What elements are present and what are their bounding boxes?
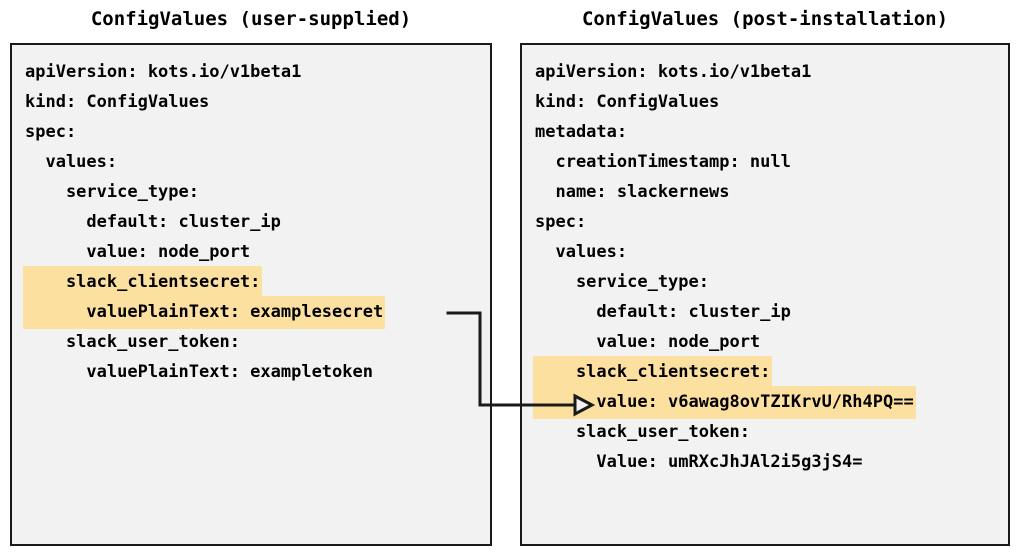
code-line: kind: ConfigValues [533, 86, 916, 116]
code-line: value: v6awag8ovTZIKrvU/Rh4PQ== [533, 386, 916, 419]
code-line-text: service_type: [535, 272, 709, 292]
code-line: valuePlainText: exampletoken [23, 356, 385, 386]
code-line: name: slackernews [533, 176, 916, 206]
right-panel-configvalues-post-installation: apiVersion: kots.io/v1beta1 kind: ConfigV… [520, 43, 1010, 546]
code-line: slack_user_token: [23, 326, 385, 356]
code-line-text: valuePlainText: exampletoken [25, 362, 373, 382]
code-line-text: value: node_port [535, 332, 761, 352]
code-line-text: spec: [25, 122, 77, 142]
left-panel-configvalues-user-supplied: apiVersion: kots.io/v1beta1 kind: ConfigV… [10, 43, 492, 546]
code-line: apiVersion: kots.io/v1beta1 [23, 56, 385, 86]
code-line: value: node_port [23, 236, 385, 266]
code-line-text: default: cluster_ip [535, 302, 791, 322]
code-line-text: kind: ConfigValues [535, 92, 720, 112]
code-line-text: Value: umRXcJhJAl2i5g3jS4= [535, 452, 863, 472]
code-line: slack_clientsecret: [23, 266, 385, 299]
code-line-text: values: [25, 152, 118, 172]
code-line-text: slack_user_token: [535, 422, 750, 442]
code-line: valuePlainText: examplesecret [23, 296, 386, 329]
code-line-text: service_type: [25, 182, 199, 202]
code-line: values: [23, 146, 385, 176]
code-line-text: kind: ConfigValues [25, 92, 210, 112]
code-line-text: metadata: [535, 122, 628, 142]
code-line-text: apiVersion: kots.io/v1beta1 [25, 62, 302, 82]
code-line-text: slack_clientsecret: [533, 356, 773, 389]
code-line: slack_clientsecret: [533, 356, 916, 389]
code-line: Value: umRXcJhJAl2i5g3jS4= [533, 446, 916, 476]
code-line: service_type: [23, 176, 385, 206]
right-panel-title: ConfigValues (post-installation) [581, 8, 949, 30]
code-line: service_type: [533, 266, 916, 296]
code-line: values: [533, 236, 916, 266]
code-line: metadata: [533, 116, 916, 146]
code-line-text: name: slackernews [535, 182, 730, 202]
code-line: spec: [533, 206, 916, 236]
code-line: default: cluster_ip [533, 296, 916, 326]
code-line-text: default: cluster_ip [25, 212, 281, 232]
code-line: creationTimestamp: null [533, 146, 916, 176]
code-line-text: slack_clientsecret: [23, 266, 263, 299]
code-line-text: apiVersion: kots.io/v1beta1 [535, 62, 812, 82]
code-line-text: value: node_port [25, 242, 251, 262]
code-line: spec: [23, 116, 385, 146]
left-panel-title: ConfigValues (user-supplied) [90, 8, 412, 30]
code-line: default: cluster_ip [23, 206, 385, 236]
code-line: value: node_port [533, 326, 916, 356]
left-panel-yaml-code: apiVersion: kots.io/v1beta1 kind: ConfigV… [12, 45, 386, 386]
code-line-text: values: [535, 242, 628, 262]
code-line-text: spec: [535, 212, 587, 232]
code-line: kind: ConfigValues [23, 86, 385, 116]
right-panel-yaml-code: apiVersion: kots.io/v1beta1 kind: ConfigV… [522, 45, 916, 476]
code-line-text: slack_user_token: [25, 332, 240, 352]
code-line: slack_user_token: [533, 416, 916, 446]
code-line-text: creationTimestamp: null [535, 152, 791, 172]
code-line: apiVersion: kots.io/v1beta1 [533, 56, 916, 86]
code-line-text: valuePlainText: examplesecret [23, 296, 386, 329]
code-line-text: value: v6awag8ovTZIKrvU/Rh4PQ== [533, 386, 916, 419]
